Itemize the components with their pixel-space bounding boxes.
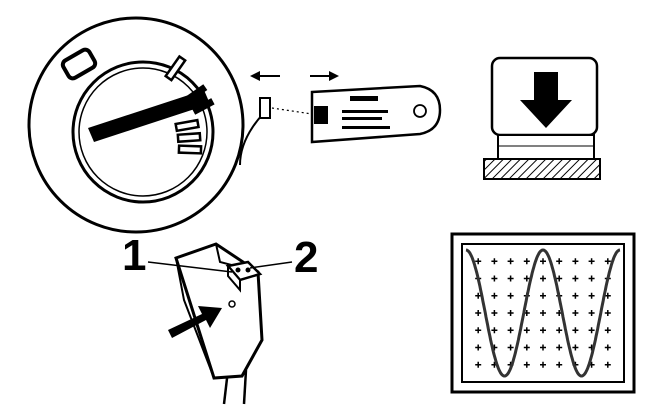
grid-mark (475, 292, 482, 299)
ignition-switch-dial-icon (27, 16, 245, 234)
grid-mark (540, 344, 546, 351)
grid-mark (475, 310, 482, 316)
grid-mark (572, 327, 579, 334)
grid-mark (507, 292, 514, 299)
grid-mark (572, 292, 579, 299)
callout-1-label: 1 (122, 231, 146, 280)
grid-mark (572, 344, 579, 351)
grid-mark (588, 275, 595, 282)
grid-mark (556, 258, 563, 265)
grid-mark (588, 292, 595, 299)
grid-mark (556, 275, 563, 282)
grid-mark (604, 361, 611, 368)
grid-mark (475, 344, 482, 351)
grid-mark (523, 327, 530, 334)
oscilloscope-sine-icon (450, 232, 636, 394)
grid-mark (475, 361, 482, 368)
grid-mark (523, 361, 530, 368)
grid-mark (588, 327, 595, 334)
grid-mark (540, 258, 546, 265)
grid-mark (604, 258, 611, 265)
grid-mark (540, 327, 546, 334)
grid-mark (540, 275, 546, 282)
callout-2-label: 2 (294, 233, 318, 282)
grid-mark (556, 361, 563, 368)
position-I-marker (163, 54, 187, 82)
grid-mark (556, 344, 563, 351)
grid-mark (507, 327, 514, 334)
grid-mark (556, 327, 563, 334)
key-transponder-icon (239, 71, 442, 166)
grid-mark (475, 258, 482, 265)
grid-mark (604, 327, 611, 334)
grid-mark (507, 258, 514, 265)
grid-mark (604, 292, 611, 299)
position-II-marker (185, 84, 215, 115)
grid-marks (475, 258, 611, 368)
grid-mark (572, 310, 579, 316)
sine-trace (465, 248, 621, 378)
grid-mark (491, 327, 498, 334)
grid-mark (588, 258, 595, 265)
grid-mark (572, 258, 579, 265)
right-arrow-icon (310, 71, 339, 81)
grid-mark (604, 344, 611, 351)
grid-mark (572, 275, 579, 282)
grid-mark (491, 258, 498, 265)
grid-mark (523, 258, 530, 265)
left-arrow-icon (250, 71, 280, 81)
grid-mark (540, 361, 546, 368)
grid-mark (491, 275, 498, 282)
grid-mark (540, 310, 546, 316)
grid-mark (507, 275, 514, 282)
position-III-marker (174, 118, 203, 155)
connector-plug-icon (147, 242, 293, 405)
grid-mark (507, 344, 514, 351)
position-0-marker (60, 47, 98, 81)
grid-mark (491, 292, 498, 299)
grid-mark (604, 310, 611, 316)
grid-mark (491, 310, 498, 316)
grid-mark (588, 310, 595, 316)
grid-mark (475, 327, 482, 334)
grid-mark (540, 292, 546, 299)
grid-mark (523, 344, 530, 351)
grid-mark (523, 275, 530, 282)
press-down-icon (483, 56, 601, 180)
grid-mark (507, 310, 514, 316)
